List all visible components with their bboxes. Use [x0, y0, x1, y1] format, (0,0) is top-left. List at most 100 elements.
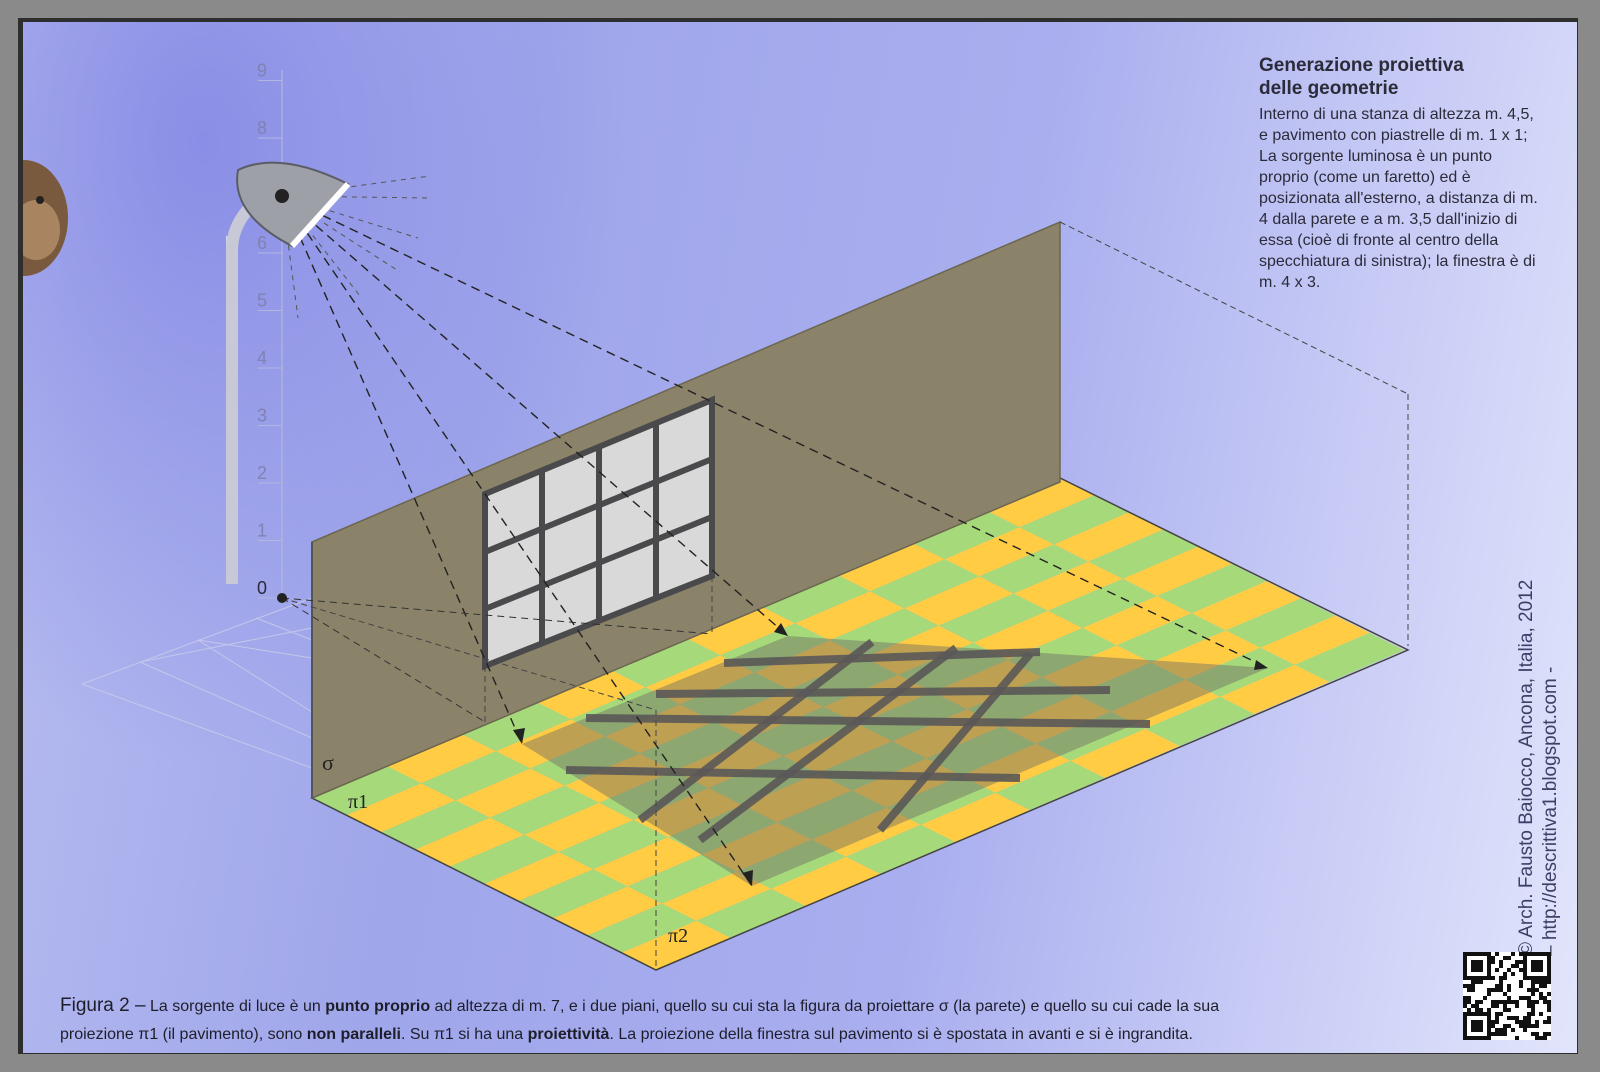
- credit-line-2: – http://descrittiva1.blogspot.com -: [1540, 666, 1561, 956]
- floor-tile: [846, 824, 956, 874]
- floor-tile: [1151, 630, 1261, 680]
- credit-line-1: © Arch. Fausto Baiocco, Ancona, Italia, …: [1516, 579, 1537, 956]
- room-outline: [281, 221, 1409, 970]
- floor-tile: [380, 800, 490, 850]
- floor-tile: [662, 871, 772, 921]
- floor-tile: [415, 817, 525, 867]
- scale-label: 1: [257, 521, 267, 541]
- floor-tile: [1082, 596, 1192, 646]
- credit: © Arch. Fausto Baiocco, Ancona, Italia, …: [1515, 580, 1563, 956]
- description-line: La sorgente luminosa è un punto: [1259, 148, 1493, 165]
- floor-tile: [558, 820, 668, 870]
- floor-tile: [985, 478, 1095, 528]
- floor-tile: [1001, 694, 1111, 744]
- floor-tile: [627, 854, 737, 904]
- floor-tile: [1054, 512, 1164, 562]
- info-title: Generazione proiettiva delle geometrie: [1259, 54, 1577, 100]
- floor-tile: [536, 670, 646, 720]
- monkey-icon: [23, 160, 68, 276]
- floor-tile: [973, 610, 1083, 660]
- ghost-grid: [81, 597, 313, 769]
- floor-tile: [639, 721, 749, 771]
- floor-tile: [1110, 679, 1220, 729]
- floor-tile: [858, 692, 968, 742]
- scale-label: 9: [257, 61, 267, 81]
- caption-text: . Su π1 si ha una: [400, 1026, 528, 1043]
- floor-tile: [1007, 628, 1117, 678]
- floor-tile: [938, 593, 1048, 643]
- scale-label: 8: [257, 118, 267, 138]
- caption-bold: non paralleli: [306, 1026, 401, 1043]
- floor-tile: [1042, 645, 1152, 695]
- floor-tile: [633, 788, 743, 838]
- floor-tile: [530, 736, 640, 786]
- title-line-2: delle geometrie: [1259, 78, 1399, 99]
- description-line: 4 dalla parete e a m. 3,5 dall'inizio di: [1259, 211, 1518, 228]
- floor-tile: [795, 591, 905, 641]
- floor-tile: [1157, 564, 1267, 614]
- floor-tile: [1220, 664, 1330, 714]
- floor-tile: [742, 773, 852, 823]
- caption-text: proiezione π1 (il pavimento), sono: [60, 1026, 307, 1043]
- floor-tile: [484, 852, 594, 902]
- floor-tile: [1145, 696, 1255, 746]
- floor-tile: [920, 792, 1030, 842]
- floor-tile: [496, 719, 606, 769]
- floor-tile: [1088, 529, 1198, 579]
- plane-label-front: π2: [668, 925, 688, 947]
- floor-tile: [1122, 546, 1232, 596]
- floor-tile: [1260, 615, 1370, 665]
- floor-tile: [593, 837, 703, 887]
- floor-tile: [564, 753, 674, 803]
- scale-label: 0: [257, 578, 267, 598]
- floor-tile: [754, 640, 864, 690]
- floor-tile: [1294, 632, 1404, 682]
- floor-tile: [587, 903, 697, 953]
- projection-rays: [281, 195, 1269, 887]
- floor-tile: [736, 839, 846, 889]
- floor-tile: [1191, 581, 1301, 631]
- floor-tile: [421, 751, 531, 801]
- floor-tile: [686, 606, 796, 656]
- lamp-icon: [226, 161, 351, 584]
- floor-tile: [570, 687, 680, 737]
- floor-tile: [870, 559, 980, 609]
- scale-label: 5: [257, 291, 267, 311]
- floor-tile: [552, 886, 662, 936]
- floor-tile: [864, 625, 974, 675]
- scale-label: 3: [257, 406, 267, 426]
- floor-tile: [944, 527, 1054, 577]
- description-line: specchiatura di sinistra); la finestra è…: [1259, 253, 1536, 270]
- floor-tile: [926, 726, 1036, 776]
- floor-tile: [524, 802, 634, 852]
- scale-label: 4: [257, 348, 267, 368]
- floor-tile: [621, 920, 731, 970]
- floor-tile: [1019, 495, 1129, 545]
- plane-label-floor: π1: [348, 791, 368, 813]
- floor-tile: [668, 805, 778, 855]
- base-rays: [281, 597, 713, 723]
- floor-tile: [910, 510, 1020, 560]
- floor-tile: [979, 544, 1089, 594]
- caption-bold: punto proprio: [325, 998, 431, 1015]
- floor-tile: [1226, 598, 1336, 648]
- floor-tile: [461, 702, 571, 752]
- window-projection: [522, 636, 1268, 886]
- qr-code-icon[interactable]: [1463, 952, 1551, 1040]
- figure-caption: Figura 2 – La sorgente di luce è un punt…: [60, 992, 1450, 1049]
- floor-tile: [1070, 728, 1180, 778]
- floor-tile: [1116, 613, 1226, 663]
- caption-text: ad altezza di m. 7, e i due piani, quell…: [430, 998, 1220, 1015]
- floor-tile: [835, 542, 945, 592]
- floor-tile: [995, 760, 1105, 810]
- description-line: posizionata all'esterno, a distanza di m…: [1259, 190, 1538, 207]
- floor-tile: [771, 856, 881, 906]
- floor-tile: [449, 834, 559, 884]
- plane-label-wall: σ: [322, 750, 334, 775]
- floor-tile: [312, 766, 422, 816]
- floor-tile: [611, 638, 721, 688]
- description-line: m. 4 x 3.: [1259, 274, 1321, 291]
- description-line: e pavimento con piastrelle di m. 1 x 1;: [1259, 127, 1528, 144]
